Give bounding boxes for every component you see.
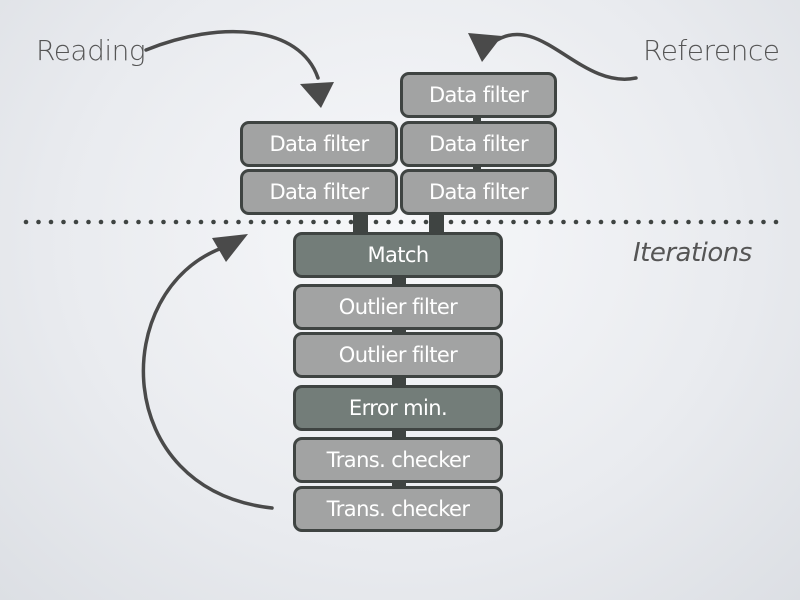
separator-dot bbox=[298, 219, 304, 225]
separator-dot bbox=[98, 219, 104, 225]
separator-dot bbox=[511, 219, 516, 225]
separator-dot bbox=[73, 219, 79, 225]
separator-dot bbox=[698, 219, 704, 225]
separator-dot bbox=[123, 219, 129, 225]
separator-dot bbox=[648, 219, 654, 225]
box-label: Trans. checker bbox=[326, 497, 470, 521]
box-label: Error min. bbox=[348, 396, 448, 420]
separator-dot bbox=[86, 219, 91, 225]
separator-dot bbox=[736, 219, 741, 225]
separator-dot bbox=[523, 219, 529, 225]
outlier-filter-box: Outlier filter bbox=[293, 284, 503, 330]
reference-data-filter-box: Data filter bbox=[400, 72, 557, 118]
match-box: Match bbox=[293, 232, 503, 278]
separator-dot bbox=[598, 219, 604, 225]
reading-data-filter-box: Data filter bbox=[240, 169, 398, 215]
separator-dot bbox=[398, 219, 404, 225]
separator-dot bbox=[186, 219, 191, 225]
separator-dot bbox=[111, 219, 116, 225]
separator-dot bbox=[661, 219, 666, 225]
iteration-arrowhead-icon bbox=[212, 234, 248, 262]
separator-dot bbox=[36, 219, 41, 225]
reading-data-filter-box: Data filter bbox=[240, 121, 398, 167]
separator-dot bbox=[23, 219, 29, 225]
separator-dot bbox=[248, 219, 254, 225]
reference-arrowhead-icon bbox=[468, 33, 502, 62]
separator-dot bbox=[236, 219, 241, 225]
separator-dot bbox=[61, 219, 66, 225]
separator-dot bbox=[473, 219, 479, 225]
separator-dot bbox=[548, 219, 554, 225]
separator-dot bbox=[623, 219, 629, 225]
box-label: Data filter bbox=[428, 83, 529, 107]
error-min-box: Error min. bbox=[293, 385, 503, 431]
separator-dot bbox=[611, 219, 616, 225]
separator-dot bbox=[223, 219, 229, 225]
separator-dot bbox=[211, 219, 216, 225]
separator-dot bbox=[348, 219, 354, 225]
separator-dot bbox=[198, 219, 204, 225]
reference-data-filter-box: Data filter bbox=[400, 169, 557, 215]
separator-dot bbox=[411, 219, 416, 225]
separator-dot bbox=[486, 219, 491, 225]
separator-dot bbox=[573, 219, 579, 225]
box-label: Data filter bbox=[269, 132, 369, 156]
reference-label: Reference bbox=[643, 34, 780, 67]
separator-dot bbox=[148, 219, 154, 225]
separator-dot bbox=[386, 219, 391, 225]
separator-dot bbox=[423, 219, 429, 225]
separator-dot bbox=[48, 219, 54, 225]
reference-arrow bbox=[492, 32, 638, 81]
separator-dot bbox=[311, 219, 316, 225]
box-label: Trans. checker bbox=[326, 448, 470, 472]
box-label: Outlier filter bbox=[338, 343, 458, 367]
separator-dot bbox=[723, 219, 729, 225]
separator-dot bbox=[323, 219, 329, 225]
separator-dot bbox=[161, 219, 166, 225]
box-label: Outlier filter bbox=[338, 295, 458, 319]
separator-dot bbox=[273, 219, 279, 225]
separator-dot bbox=[561, 219, 566, 225]
separator-dot bbox=[173, 219, 179, 225]
iterations-separator bbox=[23, 219, 779, 225]
separator-dot bbox=[448, 219, 454, 225]
separator-dot bbox=[673, 219, 679, 225]
separator-dot bbox=[136, 219, 141, 225]
iteration-loop-arrow bbox=[141, 246, 274, 510]
box-label: Data filter bbox=[428, 132, 529, 156]
separator-dot bbox=[498, 219, 504, 225]
separator-dot bbox=[286, 219, 291, 225]
separator-dot bbox=[748, 219, 754, 225]
separator-dot bbox=[686, 219, 691, 225]
reference-data-filter-box: Data filter bbox=[400, 121, 557, 167]
separator-dot bbox=[461, 219, 466, 225]
separator-dot bbox=[761, 219, 766, 225]
separator-dot bbox=[336, 219, 341, 225]
box-label: Data filter bbox=[269, 180, 369, 204]
separator-dot bbox=[586, 219, 591, 225]
reading-arrow bbox=[144, 29, 320, 80]
outlier-filter-box: Outlier filter bbox=[293, 332, 503, 378]
separator-dot bbox=[373, 219, 379, 225]
box-label: Data filter bbox=[428, 180, 529, 204]
reading-label: Reading bbox=[36, 34, 146, 67]
trans-checker-box: Trans. checker bbox=[293, 437, 503, 483]
separator-dot bbox=[711, 219, 716, 225]
separator-dot bbox=[536, 219, 541, 225]
trans-checker-box: Trans. checker bbox=[293, 486, 503, 532]
reading-arrowhead-icon bbox=[300, 82, 334, 108]
box-label: Match bbox=[367, 243, 429, 267]
separator-dot bbox=[773, 219, 779, 225]
separator-dot bbox=[261, 219, 266, 225]
separator-dot bbox=[636, 219, 641, 225]
iterations-label: Iterations bbox=[633, 238, 752, 268]
